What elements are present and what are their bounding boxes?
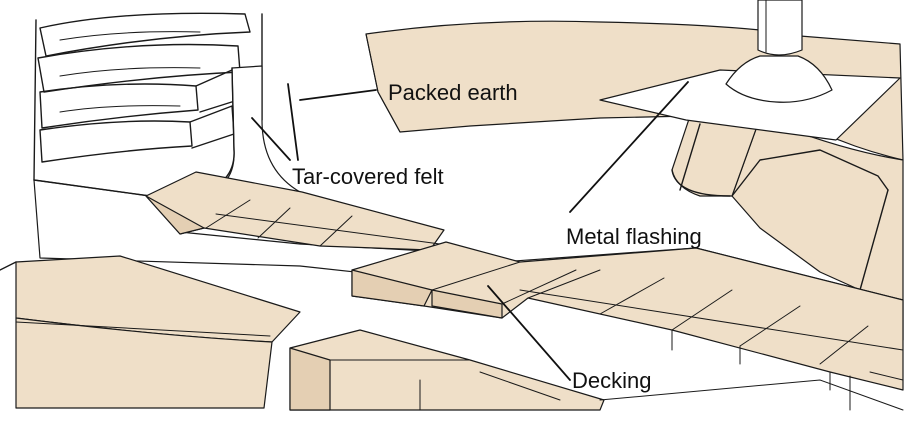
lower-planter-block	[0, 255, 301, 409]
label-tar-covered-felt: Tar-covered felt	[292, 164, 444, 189]
leader-lines	[251, 81, 689, 381]
leader-felt-2	[287, 83, 299, 161]
lower-frame	[599, 371, 904, 411]
leader-decking	[487, 285, 571, 381]
leader-felt-1	[251, 117, 291, 161]
leader-packed-earth	[299, 89, 377, 101]
metal-flashing	[599, 0, 901, 141]
leader-metal-flashing	[569, 81, 689, 213]
label-decking: Decking	[572, 368, 651, 393]
label-packed-earth: Packed earth	[388, 80, 518, 105]
pipe-base	[671, 115, 761, 197]
decking-main	[351, 241, 904, 391]
decking-upper	[145, 171, 445, 251]
lower-step-block	[289, 329, 605, 411]
stone-wall	[33, 12, 263, 181]
label-metal-flashing: Metal flashing	[566, 224, 702, 249]
